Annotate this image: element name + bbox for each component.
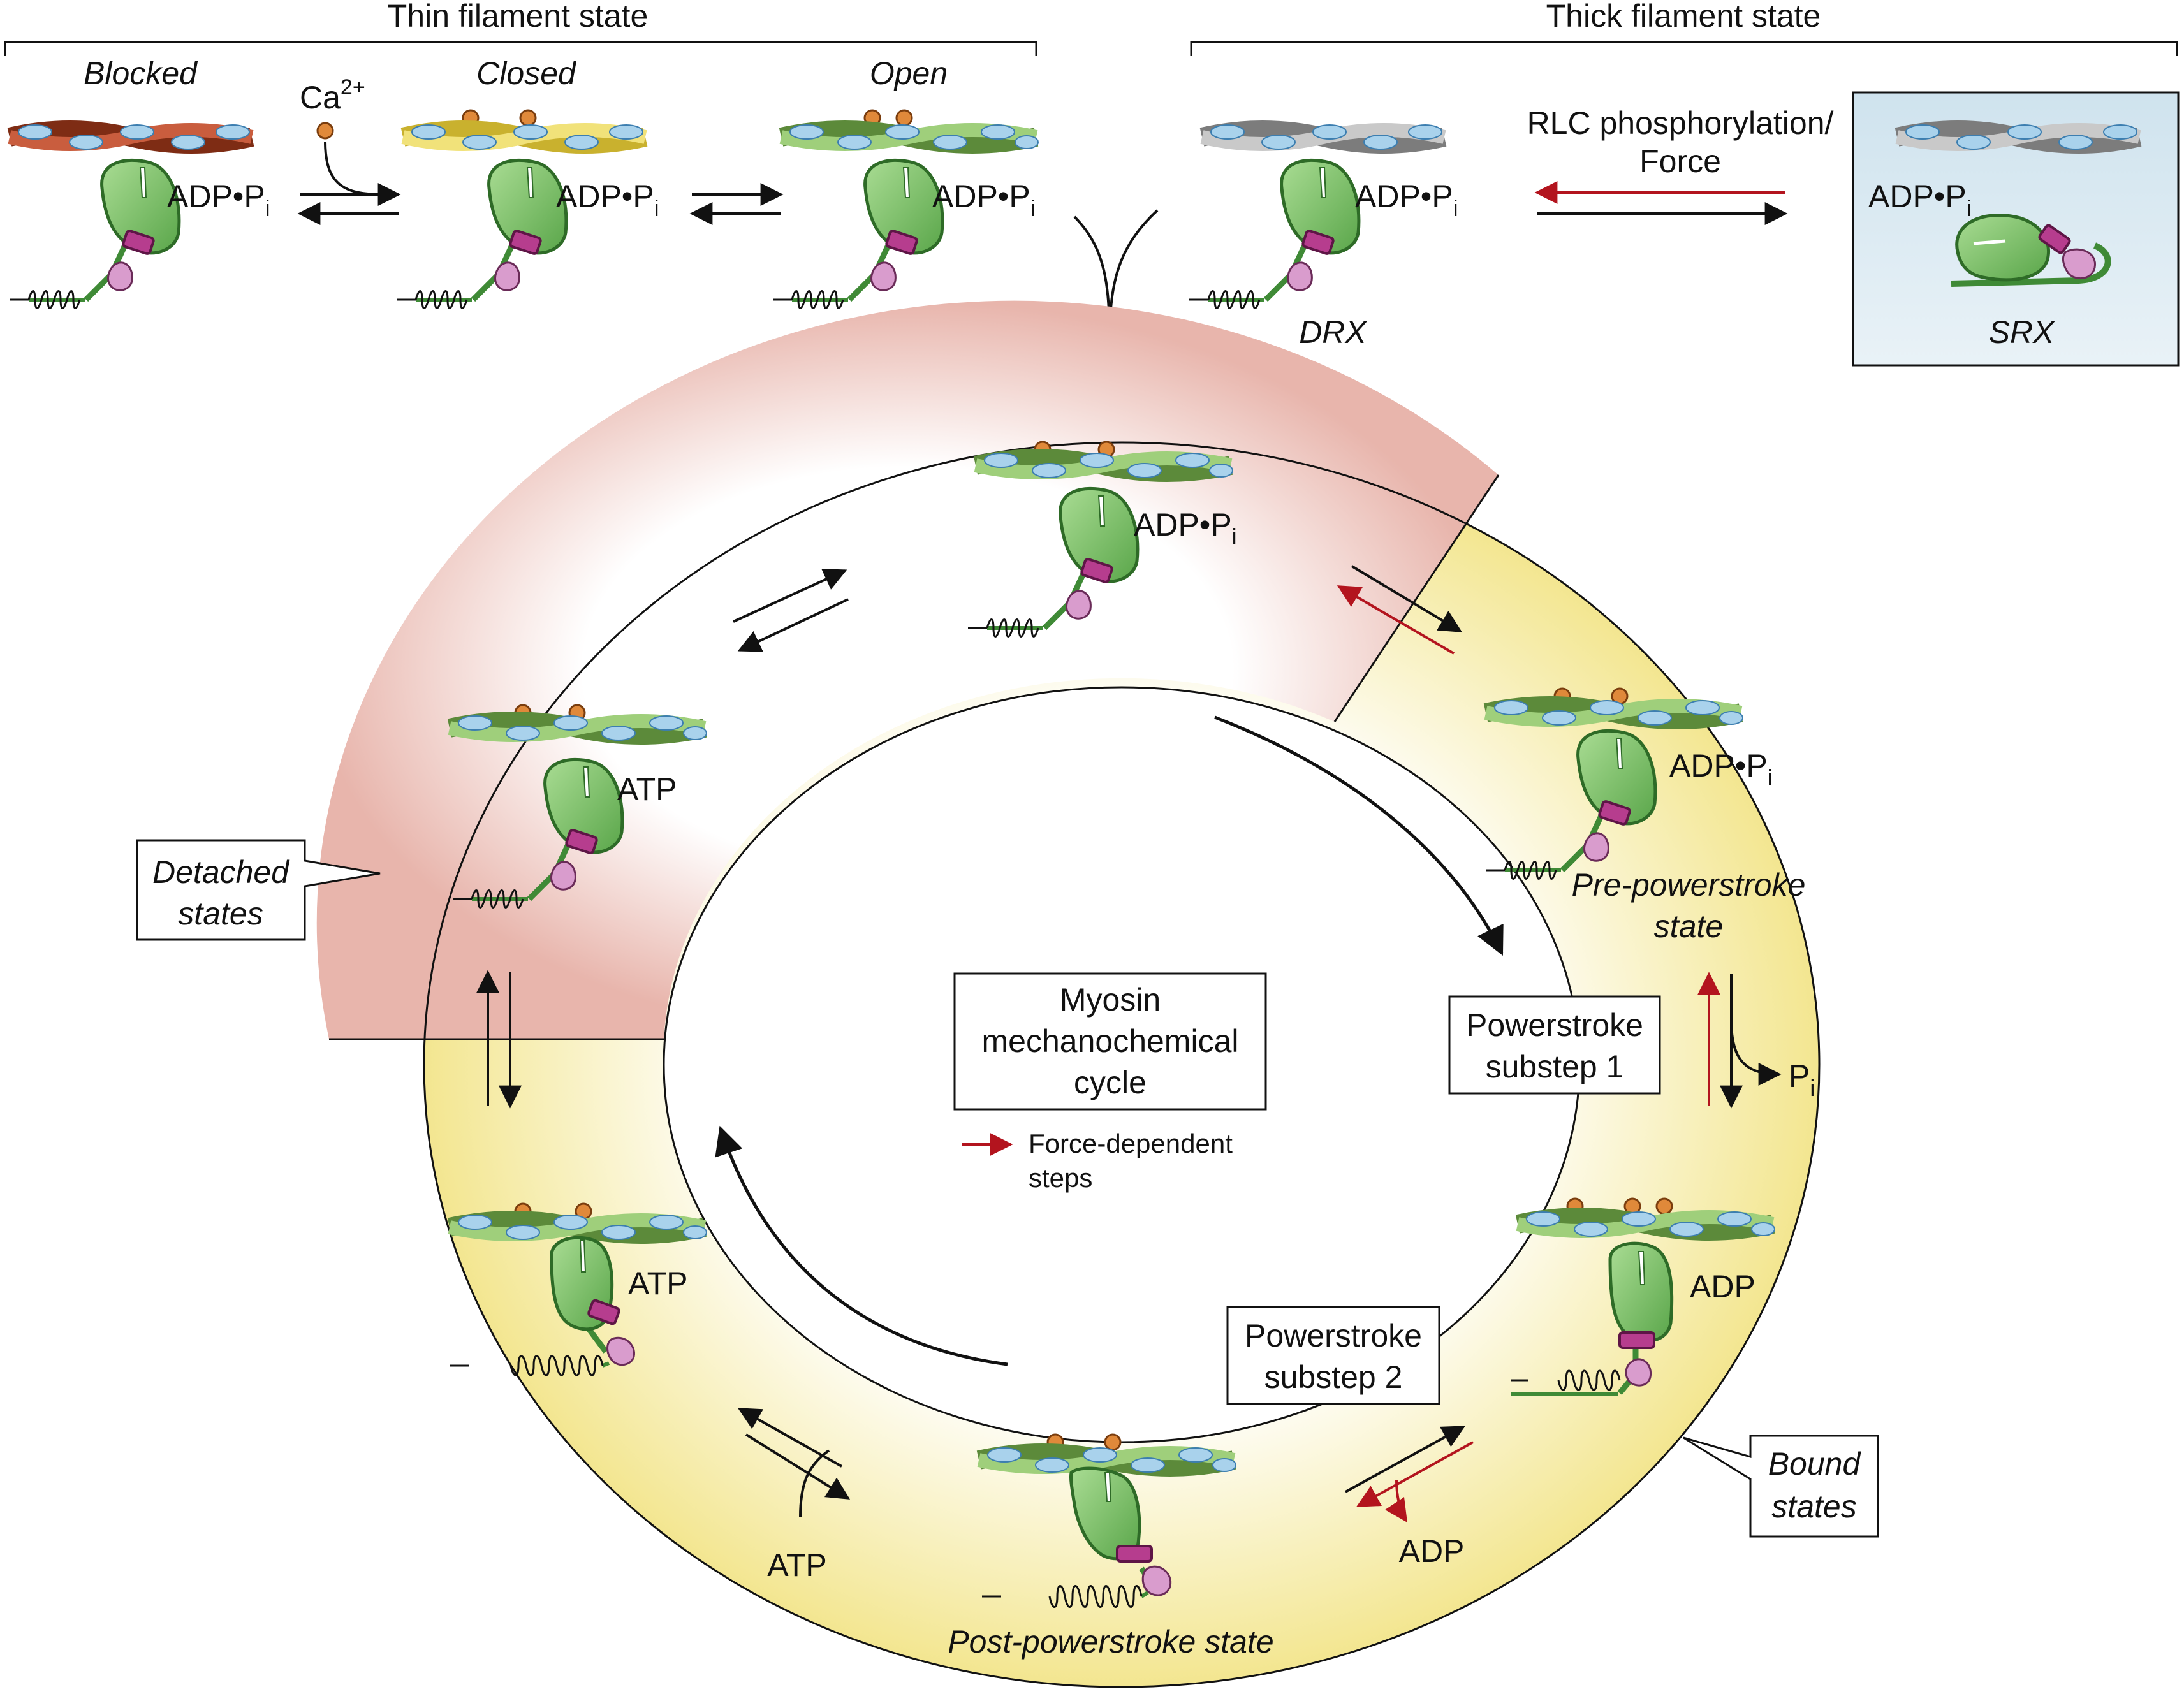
calcium-binding-curve [324,141,383,196]
calcium-bottom-2-icon [1104,1433,1122,1451]
adp-pi-cycle-top: ADP•Pi [1134,507,1237,550]
label-drx: DRX [1299,314,1367,350]
actin-right-adp-icon [1518,1212,1775,1236]
detached-states-callout: Detached states [136,839,381,941]
header-thin-filament: Thin filament state [388,0,649,34]
svg-text:Detached: Detached [152,854,290,890]
actin-filament-open-icon [781,125,1038,149]
svg-text:substep 2: substep 2 [1264,1359,1403,1395]
myosin-head-blocked-icon [10,160,179,308]
calcium-ion-icon [316,122,334,140]
caption-post-powerstroke: Post-powerstroke state [948,1624,1273,1660]
thin-bracket [4,41,1037,56]
svg-text:Myosin: Myosin [1060,982,1161,1018]
calcium-open-2-icon [895,109,913,127]
rlc-line-1: RLC phosphorylation/ [1527,105,1834,141]
arrow-topright-forward [1351,565,1463,632]
myosin-head-drx-icon [1189,160,1359,308]
actin-left-detached-icon [450,716,707,740]
actin-bottom-icon [979,1448,1236,1472]
svg-text:Powerstroke: Powerstroke [1245,1318,1422,1354]
bound-states-callout: Bound states [1683,1435,1879,1538]
label-srx: SRX [1989,314,2055,350]
inner-arrow-left [715,1125,1008,1366]
inner-arrow-right [1214,715,1504,956]
svg-text:states: states [1771,1489,1856,1524]
adp-right: ADP [1690,1269,1755,1304]
powerstroke-substep-2-box: Powerstroke substep 2 [1226,1306,1440,1405]
actin-filament-blocked-icon [10,125,252,149]
spring-right-adp-icon [1557,1369,1621,1391]
caption-pre-powerstroke-2: state [1654,909,1723,944]
svg-text:cycle: cycle [1074,1065,1147,1100]
adp-pi-drx: ADP•Pi [1355,179,1458,221]
atp-bottom: ATP [767,1547,827,1583]
arrow-bottomleft-back [737,1408,842,1468]
center-title-box: Myosin mechanochemical cycle [953,972,1267,1111]
pi-released: Pi [1789,1058,1815,1101]
calcium-closed-2-icon [519,109,537,127]
label-closed: Closed [476,55,577,91]
svg-text:states: states [178,896,263,931]
svg-text:Force-dependent: Force-dependent [1029,1128,1233,1158]
actin-filament-closed-icon [403,125,645,149]
arrow-bottomright-force [1356,1441,1474,1507]
rlc-line-2: Force [1639,143,1721,179]
actin-cycle-top-icon [976,453,1233,478]
header-thick-filament: Thick filament state [1546,0,1821,34]
svg-text:steps: steps [1029,1163,1092,1193]
adp-pi-closed: ADP•Pi [556,179,659,221]
caption-pre-powerstroke-1: Pre-powerstroke [1572,867,1806,903]
svg-text:Bound: Bound [1768,1446,1862,1482]
svg-text:mechanochemical: mechanochemical [982,1023,1239,1059]
arrow-topleft-down [737,598,849,652]
adp-pi-blocked: ADP•Pi [167,179,270,221]
thick-filament-drx-icon [1202,125,1444,149]
calcium-label: Ca2+ [300,75,365,115]
label-open: Open [870,55,948,91]
atp-bound: ATP [628,1266,688,1301]
arrow-bottomright-forward [1345,1426,1466,1493]
arrow-topright-force [1337,585,1455,655]
thick-bracket [1190,41,2178,56]
myosin-head-closed-icon [397,160,566,308]
myosin-head-open-icon [773,160,942,308]
myosin-left-bound-icon [450,1236,635,1376]
powerstroke-substep-1-box: Powerstroke substep 1 [1448,995,1661,1095]
svg-text:Powerstroke: Powerstroke [1466,1007,1643,1043]
calcium-right-low-3-icon [1655,1197,1673,1215]
adp-release-curve [1385,1480,1407,1522]
arrow-topleft-up [733,569,847,623]
pi-release-curve [1730,1019,1782,1086]
myosin-bottom-icon [982,1466,1172,1608]
thick-filament-srx-icon [1897,125,2139,149]
adp-pi-open: ADP•Pi [932,179,1036,221]
atp-detached: ATP [617,771,677,807]
adp-pi-srx: ADP•Pi [1868,179,1972,221]
atp-binding-curve [799,1449,830,1518]
svg-text:substep 1: substep 1 [1486,1049,1624,1084]
arrow-bottomleft-forward [745,1433,851,1500]
label-blocked: Blocked [84,55,198,91]
actin-left-bound-icon [450,1215,707,1239]
adp-pi-pre: ADP•Pi [1669,748,1773,791]
adp-bottom-release: ADP [1399,1533,1465,1569]
legend-force-dependent: Force-dependent steps [962,1128,1233,1193]
myosin-srx-folded-icon [1951,213,2111,287]
actin-pre-icon [1486,701,1743,725]
